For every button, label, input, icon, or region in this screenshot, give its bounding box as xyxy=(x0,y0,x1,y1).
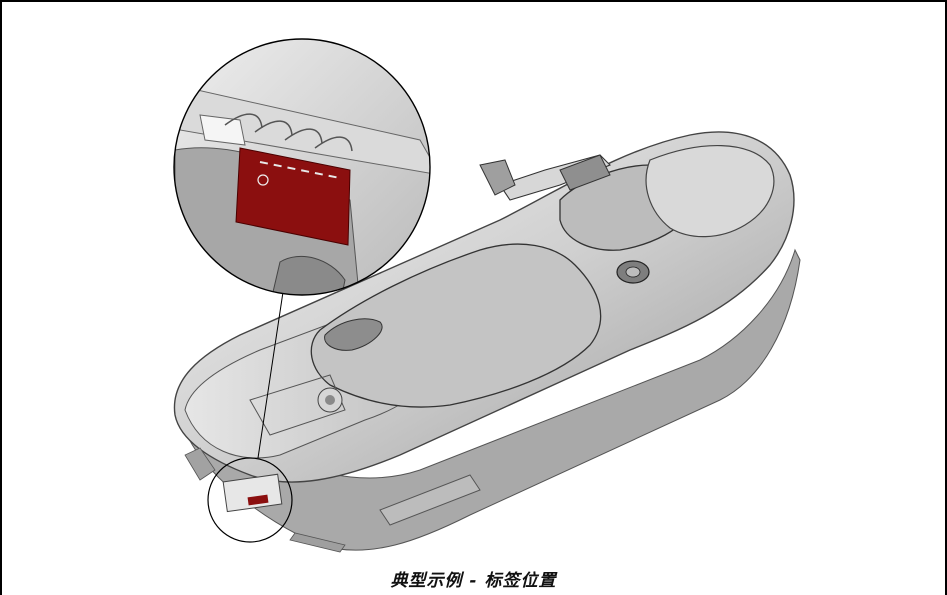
figure-caption: 典型示例 - 标签位置 xyxy=(0,566,947,591)
